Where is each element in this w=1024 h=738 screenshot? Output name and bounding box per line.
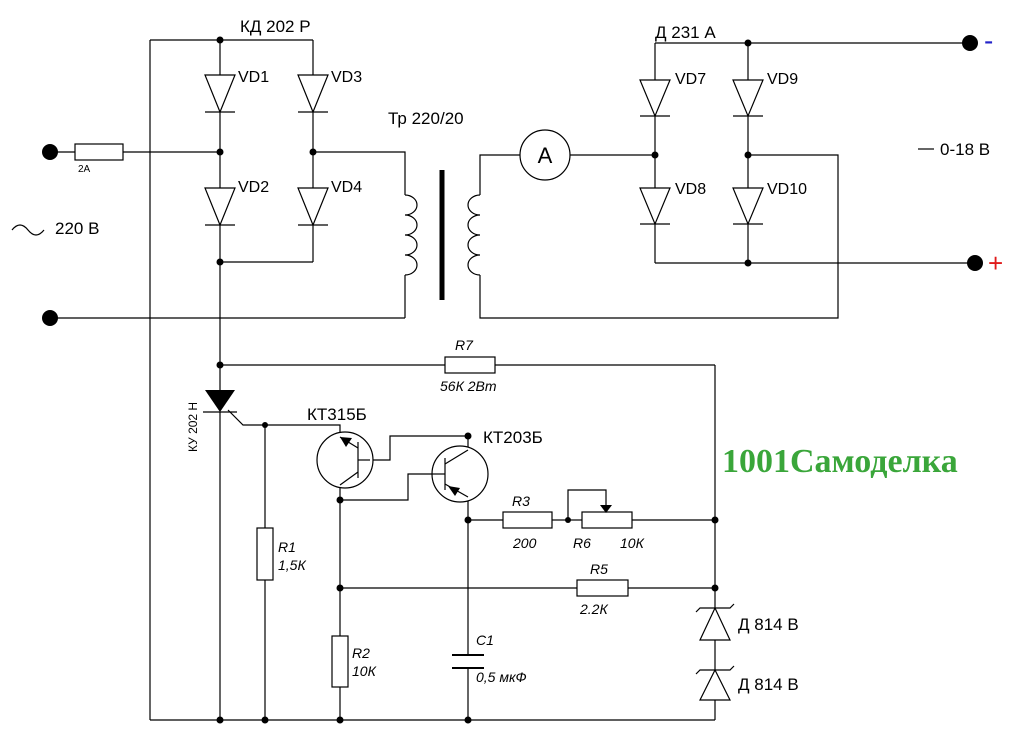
resistor-r7 — [444, 356, 496, 374]
plus-label: + — [988, 248, 1003, 278]
plus-terminal — [967, 255, 983, 271]
transistor-kt315 — [316, 431, 374, 489]
resistor-r1 — [256, 527, 274, 581]
r3-value: 200 — [512, 535, 537, 551]
bridge-out-label: Д 231 А — [655, 23, 716, 42]
thyristor-label: КУ 202 Н — [186, 402, 200, 452]
diode-vd3 — [297, 74, 329, 114]
r7-value: 56К 2Вт — [440, 378, 497, 394]
zener2-label: Д 814 В — [738, 675, 799, 694]
output-range-label: 0-18 В — [940, 140, 990, 159]
r1-value: 1,5К — [278, 557, 306, 573]
kt203-label: КТ203Б — [483, 428, 543, 447]
diode-vd7 — [639, 79, 671, 118]
diode-vd1 — [204, 74, 236, 114]
ac-terminal-bottom — [42, 310, 58, 326]
watermark: 1001Самоделка — [722, 443, 958, 480]
kt315-label: КТ315Б — [307, 405, 367, 424]
zener-diode-2 — [695, 665, 735, 701]
vd2-label: VD2 — [238, 179, 269, 196]
vd7-label: VD7 — [675, 71, 706, 88]
vd8-label: VD8 — [675, 181, 706, 198]
resistor-r6 — [581, 511, 633, 529]
transistor-kt203 — [431, 445, 489, 503]
ac-tilde-icon — [11, 224, 45, 236]
ac-input-label: 220 В — [55, 219, 99, 238]
diode-vd4 — [297, 187, 329, 227]
vd1-label: VD1 — [238, 69, 269, 86]
minus-terminal — [962, 35, 978, 51]
r2-value: 10К — [352, 663, 377, 679]
resistor-r2 — [331, 635, 349, 688]
vd10-label: VD10 — [767, 181, 807, 198]
r1-label: R1 — [278, 539, 296, 555]
r6-label: R6 — [573, 535, 591, 551]
minus-label: - — [984, 25, 993, 56]
resistor-r5 — [576, 579, 629, 597]
zener1-label: Д 814 В — [738, 615, 799, 634]
capacitor-c1 — [452, 654, 484, 669]
transformer — [404, 170, 481, 300]
r6-value: 10К — [620, 535, 645, 551]
ammeter-label: A — [538, 143, 553, 168]
r3-label: R3 — [512, 493, 530, 509]
fuse-label: 2A — [78, 164, 91, 175]
zener-diode-1 — [695, 603, 735, 641]
junction-dots — [216, 36, 752, 724]
vd9-label: VD9 — [767, 71, 798, 88]
resistor-r3 — [502, 511, 553, 529]
ac-terminal-top — [42, 144, 58, 160]
r7-label: R7 — [455, 337, 474, 353]
r5-value: 2.2К — [579, 601, 608, 617]
ammeter — [519, 129, 571, 181]
c1-value: 0,5 мкФ — [476, 669, 527, 685]
fuse — [74, 143, 124, 161]
wires — [50, 39, 975, 721]
thyristor — [203, 390, 237, 413]
diode-vd9 — [732, 79, 764, 118]
c1-label: C1 — [476, 632, 494, 648]
r2-label: R2 — [352, 645, 370, 661]
transformer-label: Тр 220/20 — [388, 109, 464, 128]
vd3-label: VD3 — [331, 69, 362, 86]
diode-vd2 — [204, 187, 236, 227]
diode-vd8 — [639, 187, 671, 226]
r6-wiper-arrow — [600, 505, 612, 513]
vd4-label: VD4 — [331, 179, 362, 196]
bridge-in-label: КД 202 Р — [240, 17, 311, 36]
r5-label: R5 — [590, 561, 608, 577]
diode-vd10 — [732, 187, 764, 226]
